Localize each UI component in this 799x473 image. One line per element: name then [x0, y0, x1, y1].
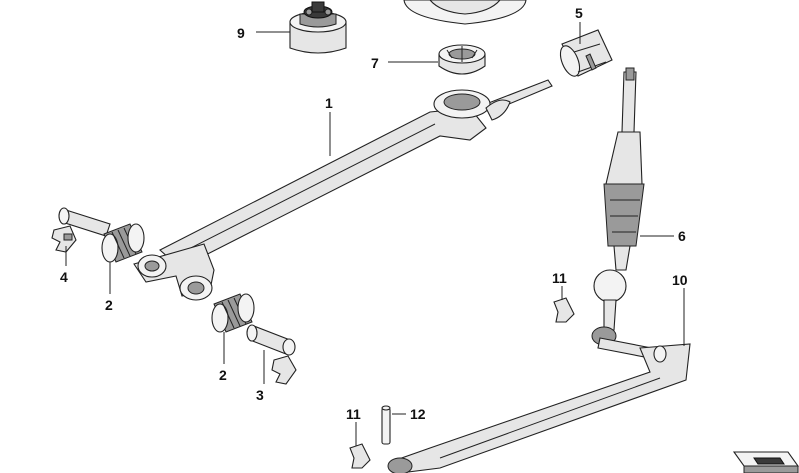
part-10-lower-rod — [387, 337, 691, 473]
part-5-sleeve — [559, 29, 613, 77]
callout-3: 3 — [256, 387, 264, 403]
part-3-pin — [246, 324, 297, 385]
part-11-clip-lower — [349, 443, 371, 469]
part-7-bushing — [438, 44, 486, 75]
callout-5: 5 — [575, 5, 583, 21]
top-cover — [403, 0, 527, 25]
part-11-clip-upper — [553, 297, 575, 323]
part-2-bushing-upper — [101, 223, 145, 263]
part-12-pin — [381, 405, 391, 445]
callout-11-upper: 11 — [552, 270, 567, 286]
callout-10: 10 — [672, 272, 688, 288]
callout-12: 12 — [410, 406, 426, 422]
part-4-pin — [51, 207, 111, 253]
callout-1: 1 — [325, 95, 333, 111]
part-1-shift-rod — [133, 79, 553, 301]
callout-7: 7 — [371, 55, 379, 71]
callout-6: 6 — [678, 228, 686, 244]
callout-2-upper: 2 — [105, 297, 113, 313]
corner-arrow-icon — [732, 451, 799, 473]
part-2-bushing-lower — [211, 293, 255, 333]
callout-4: 4 — [60, 269, 68, 285]
part-6-shift-lever — [591, 67, 645, 346]
callout-11-lower: 11 — [346, 406, 361, 422]
callout-2-lower: 2 — [219, 367, 227, 383]
callout-9: 9 — [237, 25, 245, 41]
part-9-mount — [289, 1, 347, 54]
